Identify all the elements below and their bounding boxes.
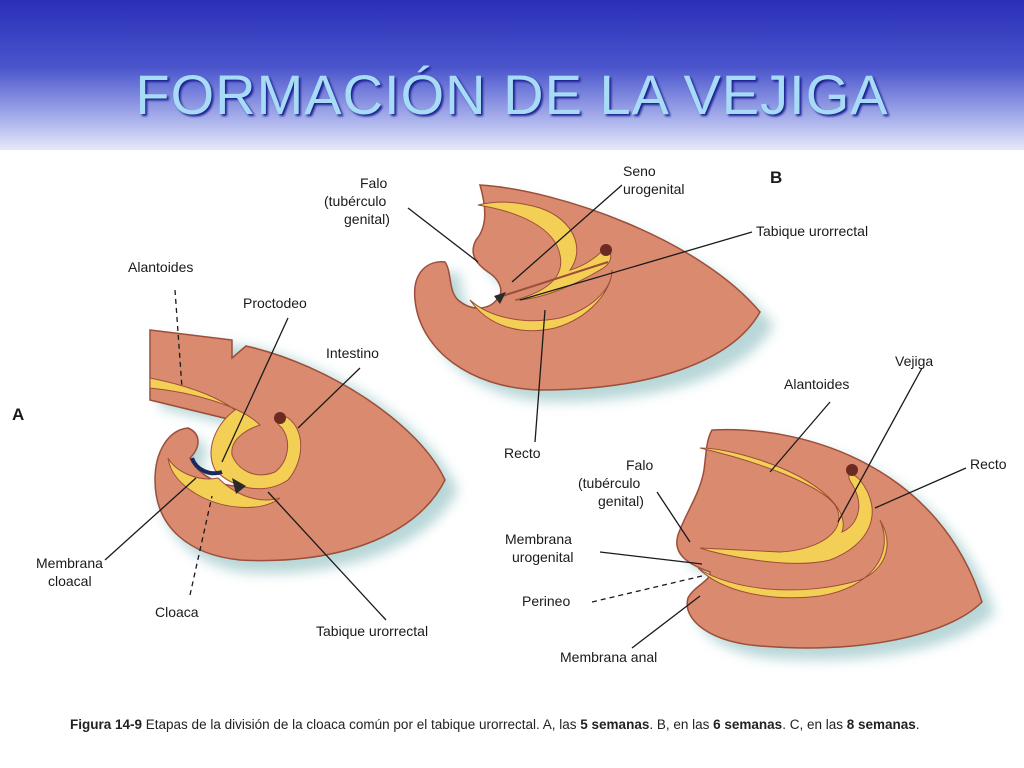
label-b-tabique-urorrectal: Tabique urorrectal	[756, 223, 868, 239]
slide-title: FORMACIÓN DE LA VEJIGA	[135, 63, 889, 126]
label-c-membrana-urogenital-2: urogenital	[512, 549, 574, 565]
label-c-vejiga: Vejiga	[895, 353, 933, 369]
label-b-falo-3: genital)	[344, 211, 390, 227]
title-banner	[0, 0, 1024, 150]
caption-text-4: .	[915, 717, 920, 732]
label-c-membrana-anal: Membrana anal	[560, 649, 657, 665]
label-a-proctodeo: Proctodeo	[243, 295, 307, 311]
panel-label-a: A	[12, 405, 24, 424]
label-a-tabique-urorrectal: Tabique urorrectal	[316, 623, 428, 639]
panel-label-b: B	[770, 168, 782, 187]
caption-text-1: Etapas de la división de la cloaca común…	[142, 717, 581, 732]
embryo-b	[413, 184, 774, 402]
label-b-seno-2: urogenital	[623, 181, 685, 197]
label-c-falo-1: Falo	[626, 457, 653, 473]
label-a-membrana-cloacal-1: Membrana	[36, 555, 103, 571]
label-a-cloaca: Cloaca	[155, 604, 199, 620]
label-a-intestino: Intestino	[326, 345, 379, 361]
caption-figure-number: Figura 14-9	[70, 717, 143, 732]
label-c-membrana-urogenital-1: Membrana	[505, 531, 572, 547]
caption-week-8: 8 semanas	[846, 717, 916, 732]
embryo-c	[676, 428, 995, 660]
label-c-alantoides: Alantoides	[784, 376, 849, 392]
caption-week-6: 6 semanas	[713, 717, 783, 732]
label-a-alantoides: Alantoides	[128, 259, 193, 275]
label-c-falo-3: genital)	[598, 493, 644, 509]
caption-text-3: . C, en las	[782, 717, 847, 732]
leader-lines	[104, 184, 967, 649]
label-b-recto: Recto	[504, 445, 541, 461]
embryo-a	[149, 329, 458, 574]
label-c-recto: Recto	[970, 456, 1007, 472]
label-b-falo-2: (tubérculo	[324, 193, 386, 209]
label-a-membrana-cloacal-2: cloacal	[48, 573, 92, 589]
label-b-seno-1: Seno	[623, 163, 656, 179]
caption-week-5: 5 semanas	[580, 717, 650, 732]
label-c-falo-2: (tubérculo	[578, 475, 640, 491]
label-b-falo-1: Falo	[360, 175, 387, 191]
cloaca-division-diagram: A B Alantoides Proctodeo Intestino Membr…	[12, 163, 1007, 665]
label-c-perineo: Perineo	[522, 593, 570, 609]
caption-text-2: . B, en las	[649, 717, 714, 732]
figure-caption: Figura 14-9 Etapas de la división de la …	[70, 716, 1000, 733]
